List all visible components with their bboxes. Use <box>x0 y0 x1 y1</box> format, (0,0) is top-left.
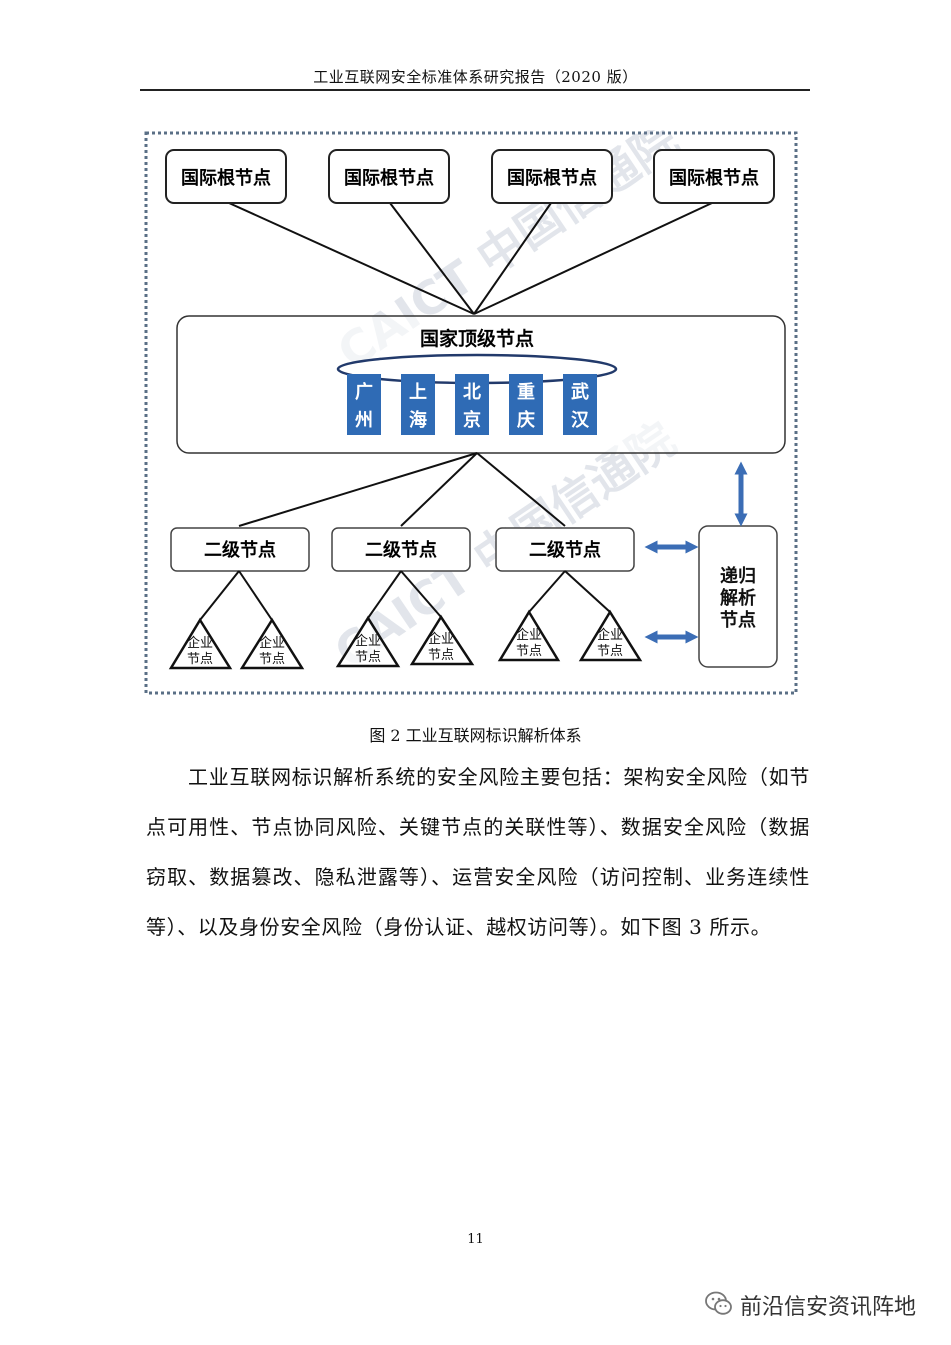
secondary-node-1: 二级节点 <box>170 527 310 572</box>
footer-brand: 前沿信安资讯阵地 <box>700 1287 920 1321</box>
city-tile-chongqing: 重 庆 <box>509 374 543 435</box>
enterprise-node-1-line2: 节点 <box>187 652 213 667</box>
enterprise-node-1: 企业 节点 <box>168 570 240 670</box>
root-links <box>228 202 713 315</box>
city-guangzhou-line1: 广 <box>355 381 373 403</box>
enterprise-node-5-line1: 企业 <box>516 627 542 643</box>
city-tile-shanghai: 上 海 <box>401 374 435 435</box>
city-beijing-line2: 京 <box>463 409 481 431</box>
national-top-node: 国家顶级节点 广 州 上 海 北 京 重 庆 <box>176 315 786 454</box>
body-paragraph: 工业互联网标识解析系统的安全风险主要包括：架构安全风险（如节点可用性、节点协同风… <box>146 765 810 939</box>
enterprise-node-4-line2: 节点 <box>428 648 454 663</box>
recursive-node-line3: 节点 <box>720 609 756 631</box>
page-number: 11 <box>467 1232 484 1247</box>
enterprise-node-1-line1: 企业 <box>187 635 213 651</box>
enterprise-node-3-line2: 节点 <box>355 650 381 665</box>
recursive-resolution-node: 递归 解析 节点 <box>698 525 778 668</box>
root-node-4-label: 国际根节点 <box>669 167 759 189</box>
root-node-3-label: 国际根节点 <box>507 167 597 189</box>
secondary-node-3: 二级节点 <box>495 527 635 572</box>
footer-brand-text: 前沿信安资讯阵地 <box>740 1295 917 1320</box>
city-wuhan-line1: 武 <box>571 382 589 403</box>
root-node-3: 国际根节点 <box>491 149 613 204</box>
enterprise-node-6: 企业 节点 <box>564 570 643 662</box>
enterprise-node-6-line1: 企业 <box>597 627 623 643</box>
root-node-1: 国际根节点 <box>165 149 287 204</box>
root-node-4: 国际根节点 <box>653 149 775 204</box>
city-tile-guangzhou: 广 州 <box>347 374 381 435</box>
enterprise-node-2-line1: 企业 <box>259 635 285 651</box>
city-chongqing-line2: 庆 <box>517 409 535 431</box>
enterprise-node-5-line2: 节点 <box>516 644 542 659</box>
header-rule <box>140 89 810 91</box>
city-wuhan-line2: 汉 <box>571 410 590 431</box>
root-node-2-label: 国际根节点 <box>344 167 434 189</box>
recursive-node-line1: 递归 <box>720 565 756 587</box>
enterprise-node-5: 企业 节点 <box>497 570 566 662</box>
diagram-border <box>144 131 798 695</box>
root-node-1-label: 国际根节点 <box>181 167 271 189</box>
page-header-title: 工业互联网安全标准体系研究报告（2020 版） <box>313 68 638 86</box>
arrows <box>644 461 748 644</box>
city-guangzhou-line2: 州 <box>354 410 373 431</box>
figure-caption: 图 2 工业互联网标识解析体系 <box>369 726 582 745</box>
enterprise-nodes: 企业 节点 企业 节点 企业 节点 企业 节点 企业 节点 <box>168 570 643 670</box>
city-shanghai-line2: 海 <box>409 409 427 431</box>
secondary-node-2-label: 二级节点 <box>365 539 437 561</box>
enterprise-node-3-line1: 企业 <box>355 633 381 649</box>
secondary-node-3-label: 二级节点 <box>529 539 601 561</box>
city-shanghai-line1: 上 <box>409 382 427 403</box>
enterprise-node-3: 企业 节点 <box>335 570 402 668</box>
enterprise-node-4: 企业 节点 <box>400 570 475 666</box>
enterprise-node-2-line2: 节点 <box>259 652 285 667</box>
national-top-node-label: 国家顶级节点 <box>420 327 534 350</box>
city-tile-wuhan: 武 汉 <box>563 374 597 435</box>
enterprise-node-2: 企业 节点 <box>238 570 305 670</box>
enterprise-node-6-line2: 节点 <box>597 644 623 659</box>
enterprise-node-4-line1: 企业 <box>428 631 454 647</box>
secondary-links <box>238 452 566 527</box>
city-tiles: 广 州 上 海 北 京 重 庆 武 汉 <box>347 374 597 435</box>
city-chongqing-line1: 重 <box>517 381 535 403</box>
secondary-node-1-label: 二级节点 <box>204 539 276 561</box>
city-tile-beijing: 北 京 <box>455 374 489 435</box>
secondary-node-2: 二级节点 <box>331 527 471 572</box>
wechat-icon <box>705 1291 732 1315</box>
identifier-resolution-diagram: CAICT 中国信通院 CAICT 中国信通院 国际根节点 国际根节点 国际根节… <box>144 130 798 695</box>
root-node-2: 国际根节点 <box>328 149 450 204</box>
city-beijing-line1: 北 <box>463 382 481 403</box>
recursive-node-line2: 解析 <box>720 587 756 609</box>
